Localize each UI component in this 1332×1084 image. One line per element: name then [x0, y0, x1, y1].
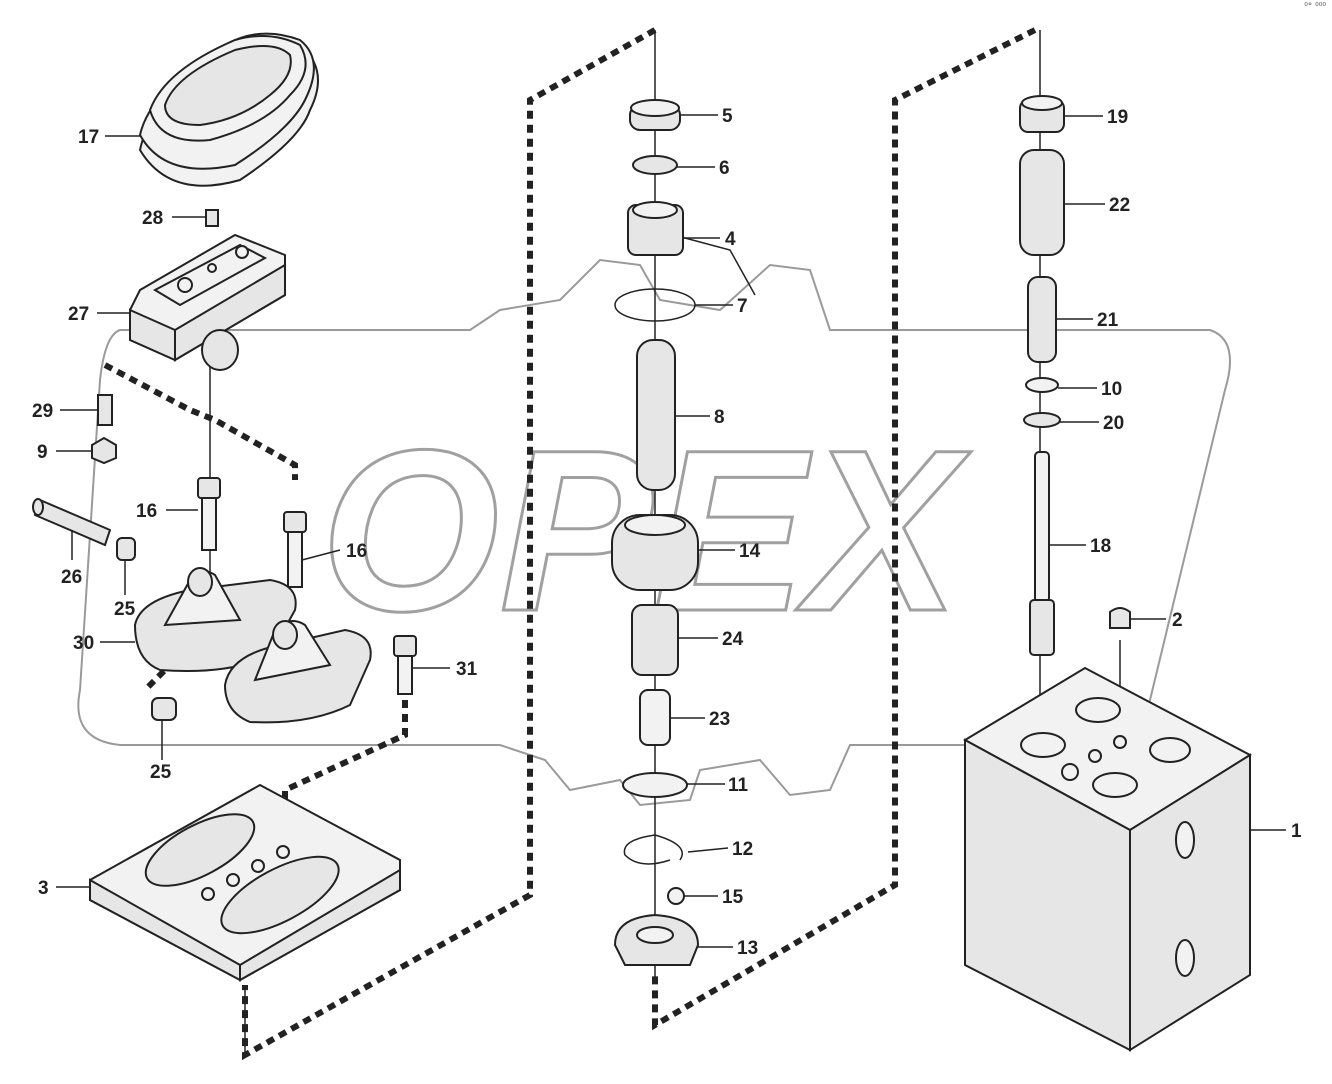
callout-13: 13: [737, 938, 758, 959]
cap-screws-16: [197, 477, 307, 588]
callout-2: 2: [1172, 610, 1183, 631]
callout-19: 19: [1107, 107, 1128, 128]
pedal-brackets: [133, 567, 372, 724]
callout-14: 14: [739, 541, 761, 562]
callout-26: 26: [61, 567, 82, 588]
callout-16-left: 16: [136, 501, 157, 522]
callout-6: 6: [719, 158, 730, 179]
callout-1: 1: [1291, 821, 1302, 842]
callout-25-upper: 25: [114, 599, 136, 620]
corner-note: ⁰° ⁰⁰⁰: [1304, 2, 1326, 12]
callout-18: 18: [1090, 536, 1111, 557]
callout-21: 21: [1097, 310, 1119, 331]
callout-29: 29: [32, 401, 53, 422]
callout-16-right: 16: [346, 541, 367, 562]
lever-block: [129, 233, 286, 371]
cap-screw-31: [393, 635, 417, 695]
callout-24: 24: [722, 629, 744, 650]
callout-28: 28: [142, 208, 163, 229]
callout-10: 10: [1101, 379, 1122, 400]
callout-27: 27: [68, 304, 89, 325]
callout-8: 8: [714, 407, 725, 428]
callout-12: 12: [732, 839, 753, 860]
grub-screw-29: [97, 394, 113, 426]
callout-7: 7: [737, 296, 748, 317]
callout-25-lower: 25: [150, 762, 172, 783]
callout-17: 17: [78, 127, 99, 148]
bush-25-upper: [116, 537, 136, 561]
bush-25-lower: [151, 697, 177, 721]
callout-3: 3: [38, 878, 49, 899]
callout-11: 11: [728, 775, 749, 796]
central-column-parts: [611, 99, 700, 966]
callout-labels: 17 28 27 29 9 16 16 26 25 30 31 25 3 5 6…: [32, 106, 1302, 959]
valve-body: [962, 666, 1253, 1052]
hex-nut-9: [91, 436, 117, 465]
assembly-dashed-lines: [103, 27, 1121, 1061]
callout-31: 31: [456, 659, 478, 680]
bellows-boot: [138, 32, 319, 187]
right-column-parts: [1019, 95, 1131, 656]
callout-22: 22: [1109, 195, 1130, 216]
callout-23: 23: [709, 709, 730, 730]
callout-5: 5: [722, 106, 733, 127]
callout-20: 20: [1103, 413, 1124, 434]
callout-4: 4: [725, 229, 736, 250]
callout-9: 9: [37, 442, 48, 463]
callout-30: 30: [73, 633, 94, 654]
callout-15: 15: [722, 887, 744, 908]
leader-lines: [56, 114, 1286, 948]
set-screw-28: [205, 209, 219, 227]
base-plate: [89, 783, 401, 982]
